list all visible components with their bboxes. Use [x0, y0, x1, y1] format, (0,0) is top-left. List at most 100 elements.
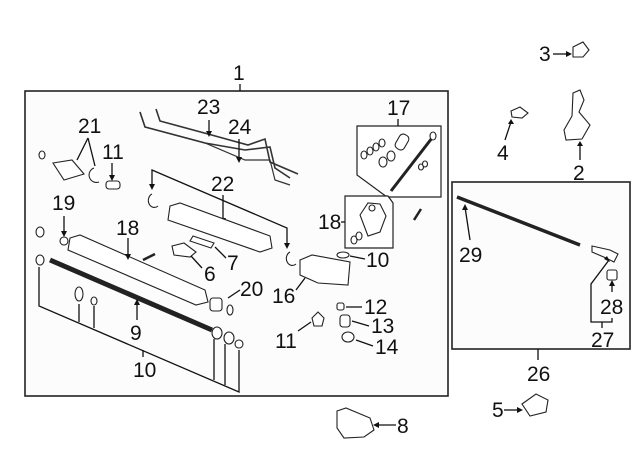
adjuster-part	[339, 314, 351, 328]
rack-part	[49, 257, 213, 333]
arrow-23a	[149, 184, 155, 190]
bushing-part	[572, 41, 590, 58]
bolt-small	[412, 208, 423, 221]
callout-2[interactable]: 2	[573, 162, 585, 185]
lock-nut-part	[341, 331, 355, 343]
callout-25[interactable]: 24	[228, 116, 252, 139]
gear-housing-part	[67, 234, 209, 306]
bolt-19	[142, 252, 156, 262]
ring-20-left	[35, 226, 45, 238]
arrow-5	[517, 407, 523, 413]
seal-kit-parts	[360, 131, 437, 192]
callout-8[interactable]: 8	[397, 415, 409, 438]
callout-5[interactable]: 5	[492, 399, 504, 422]
valve-body-part	[350, 202, 387, 245]
arrow-27	[604, 256, 610, 262]
arrow-4	[508, 119, 514, 124]
cap-part	[311, 311, 325, 327]
ball-joint-boot-part	[606, 269, 618, 281]
bracket-part	[171, 242, 197, 258]
group-box-tie-rod	[451, 181, 631, 350]
knuckle-part	[563, 89, 591, 141]
seal-10c	[90, 296, 98, 306]
inner-tie-rod-part	[456, 195, 581, 247]
callout-28[interactable]: 28	[600, 296, 623, 319]
arrow-3	[566, 51, 572, 57]
arrow-28	[609, 280, 615, 286]
arrow-9	[134, 299, 140, 305]
boot-kit-part	[52, 159, 100, 183]
leader-16	[295, 277, 306, 291]
end-seal-ring	[226, 304, 234, 316]
bolt-bushing-part	[510, 106, 529, 119]
callout-13[interactable]: 12	[364, 296, 387, 319]
arrow-23b	[284, 243, 290, 249]
callout-4[interactable]: 4	[497, 142, 509, 165]
callout-11[interactable]: 11	[102, 141, 124, 164]
bushing-20	[59, 236, 69, 246]
callout-7[interactable]: 7	[227, 252, 239, 275]
fitting-part	[105, 180, 121, 190]
leader-15	[355, 339, 374, 347]
callout-22[interactable]: 21	[78, 115, 101, 138]
leader-29	[464, 206, 471, 241]
leader-10-right	[349, 255, 366, 260]
callout-6[interactable]: 6	[204, 263, 216, 286]
callout-3[interactable]: 3	[539, 43, 551, 66]
callout-17[interactable]: 17	[387, 97, 410, 120]
callout-10-bottom[interactable]: 10	[133, 359, 156, 382]
callout-16[interactable]: 16	[272, 285, 295, 308]
callout-29[interactable]: 29	[459, 244, 482, 267]
callout-14[interactable]: 13	[371, 315, 394, 338]
callout-20[interactable]: 19	[52, 192, 75, 215]
clip-ring-right	[285, 251, 297, 266]
small-ring	[38, 150, 46, 160]
leader-6	[190, 255, 203, 269]
leader-10-bottom	[38, 267, 240, 393]
seal-10e	[223, 331, 235, 345]
arrow-19	[125, 254, 131, 260]
arrow-24	[206, 131, 212, 137]
boot-part	[521, 393, 549, 417]
callout-18[interactable]: 18	[318, 211, 341, 234]
leader-4	[504, 121, 512, 141]
callout-27[interactable]: 27	[591, 329, 614, 352]
end-seal-part	[209, 297, 223, 312]
callout-23[interactable]: 22	[211, 173, 234, 196]
seal-10f	[234, 339, 244, 349]
callout-9[interactable]: 9	[130, 322, 142, 345]
leader-14	[351, 320, 370, 327]
leader-27	[590, 259, 613, 323]
outer-tie-rod-part	[591, 245, 619, 263]
callout-10-right[interactable]: 10	[366, 249, 389, 272]
callout-26[interactable]: 26	[527, 363, 550, 386]
seal-10d	[211, 326, 223, 340]
callout-12[interactable]: 11	[275, 330, 297, 353]
leader-7	[214, 246, 227, 259]
arrow-8	[373, 422, 379, 428]
leader-12	[297, 321, 312, 332]
arrow-2	[577, 141, 583, 146]
leader-21	[227, 289, 241, 299]
callout-15[interactable]: 14	[375, 336, 399, 359]
callout-1[interactable]: 1	[233, 62, 245, 85]
callout-21[interactable]: 20	[240, 278, 263, 301]
callout-19[interactable]: 18	[116, 217, 139, 240]
callout-24[interactable]: 23	[197, 96, 220, 119]
rack-boot-part	[167, 202, 273, 253]
spring-part	[336, 302, 345, 311]
arrow-11	[109, 175, 115, 181]
pinion-housing-part	[299, 254, 351, 286]
leader-22a	[76, 137, 89, 161]
clamp-plate-part	[189, 235, 215, 249]
clip-ring-left	[147, 193, 159, 208]
seal-10b	[74, 286, 84, 302]
seal-10a	[35, 254, 45, 266]
leader-23	[151, 169, 288, 245]
arrow-29	[462, 204, 468, 210]
arrow-25	[236, 157, 242, 163]
leader-22b	[87, 137, 96, 167]
cover-part	[336, 407, 375, 439]
o-ring-part	[336, 251, 350, 259]
